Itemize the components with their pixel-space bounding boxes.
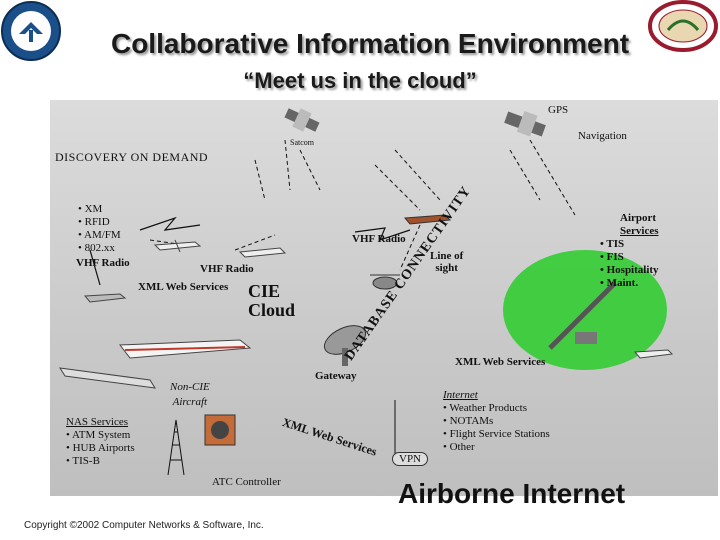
cie-label-line2: Cloud xyxy=(248,300,296,320)
internet-list: Internet • Weather Products • NOTAMs • F… xyxy=(443,389,550,454)
xml-web-services-right-label: XML Web Services xyxy=(455,356,546,368)
radio-list-item: • 802.xx xyxy=(78,242,115,254)
aircraft-center-icon xyxy=(238,247,287,258)
non-cie-line2: Aircraft xyxy=(172,396,208,408)
fighter-jet-icon xyxy=(83,293,127,303)
vhf-radio-center-label: VHF Radio xyxy=(200,263,254,275)
seal-logo xyxy=(648,0,718,52)
airliner-icon xyxy=(119,339,252,359)
internet-item: • Flight Service Stations xyxy=(443,428,550,440)
gateway-label: Gateway xyxy=(315,370,357,382)
copyright-footer: Copyright ©2002 Computer Networks & Soft… xyxy=(24,520,264,531)
cie-cloud-label: CIE Cloud xyxy=(248,282,295,320)
vpn-label: VPN xyxy=(392,452,429,466)
vhf-radio-right-label: VHF Radio xyxy=(352,233,406,245)
radio-list-item: • XM xyxy=(78,203,103,215)
faa-logo xyxy=(0,0,62,62)
radio-list-item: • AM/FM xyxy=(78,229,121,241)
signal-lines xyxy=(149,139,576,271)
nas-services-item: • HUB Airports xyxy=(66,442,135,454)
vhf-radio-left-label: VHF Radio xyxy=(76,257,130,269)
aircraft-left-icon xyxy=(153,239,202,253)
non-cie-label: Non-CIE Aircraft xyxy=(170,380,210,410)
helicopter-icon xyxy=(370,274,400,290)
airport-services-title: Services xyxy=(620,225,659,237)
discovery-label: DISCOVERY ON DEMAND xyxy=(55,150,209,164)
satcom-label: Satcom xyxy=(290,138,314,147)
page-title: Collaborative Information Environment xyxy=(110,28,630,59)
line-of-sight-line1: Line of xyxy=(430,250,464,262)
nas-services-item: • ATM System xyxy=(66,429,131,441)
airport-services-item: • Hospitality xyxy=(600,264,659,276)
internet-item: • NOTAMs xyxy=(443,415,494,427)
gps-label: GPS xyxy=(548,104,569,116)
internet-item: • Other xyxy=(443,441,475,453)
airborne-internet-label: Airborne Internet xyxy=(398,478,626,509)
navigation-label: Navigation xyxy=(578,130,627,142)
cie-label-line1: CIE xyxy=(248,281,281,301)
airport-services-item: • Maint. xyxy=(600,277,639,289)
radio-tower-icon xyxy=(167,419,185,476)
airport-services: Airport Services • TIS • FIS • Hospitali… xyxy=(600,212,659,290)
page-subtitle: “Meet us in the cloud” xyxy=(243,68,477,93)
nas-services-item: • TIS-B xyxy=(66,455,100,467)
non-cie-line1: Non-CIE xyxy=(170,381,210,393)
internet-item: • Weather Products xyxy=(443,402,528,414)
xml-web-services-left-label: XML Web Services xyxy=(138,281,229,293)
airport-services-item: • TIS xyxy=(600,238,625,250)
aircraft-top-right-icon xyxy=(403,214,452,225)
internet-title: Internet xyxy=(443,389,478,401)
gateway-dish-icon xyxy=(323,325,367,366)
line-of-sight-line2: sight xyxy=(435,262,458,274)
nas-services: NAS Services • ATM System • HUB Airports… xyxy=(66,416,135,468)
satcom-satellite-icon xyxy=(284,108,320,132)
radio-list: • XM • RFID • AM/FM • 802.xx xyxy=(78,203,121,255)
hangar-icon xyxy=(575,332,597,344)
line-of-sight-label: Line of sight xyxy=(430,250,463,274)
atc-controller-label: ATC Controller xyxy=(212,476,281,488)
runway xyxy=(548,281,617,350)
non-cie-aircraft-icon xyxy=(59,367,156,389)
atc-controller-icon xyxy=(204,414,236,446)
nas-services-title: NAS Services xyxy=(66,416,129,428)
airport-services-item: • FIS xyxy=(600,251,624,263)
radio-list-item: • RFID xyxy=(78,216,110,228)
radio-waves xyxy=(89,216,411,286)
airport-aircraft-icon xyxy=(633,349,674,359)
gps-satellite-icon xyxy=(504,111,546,137)
airport-services-title: Airport xyxy=(620,212,657,224)
